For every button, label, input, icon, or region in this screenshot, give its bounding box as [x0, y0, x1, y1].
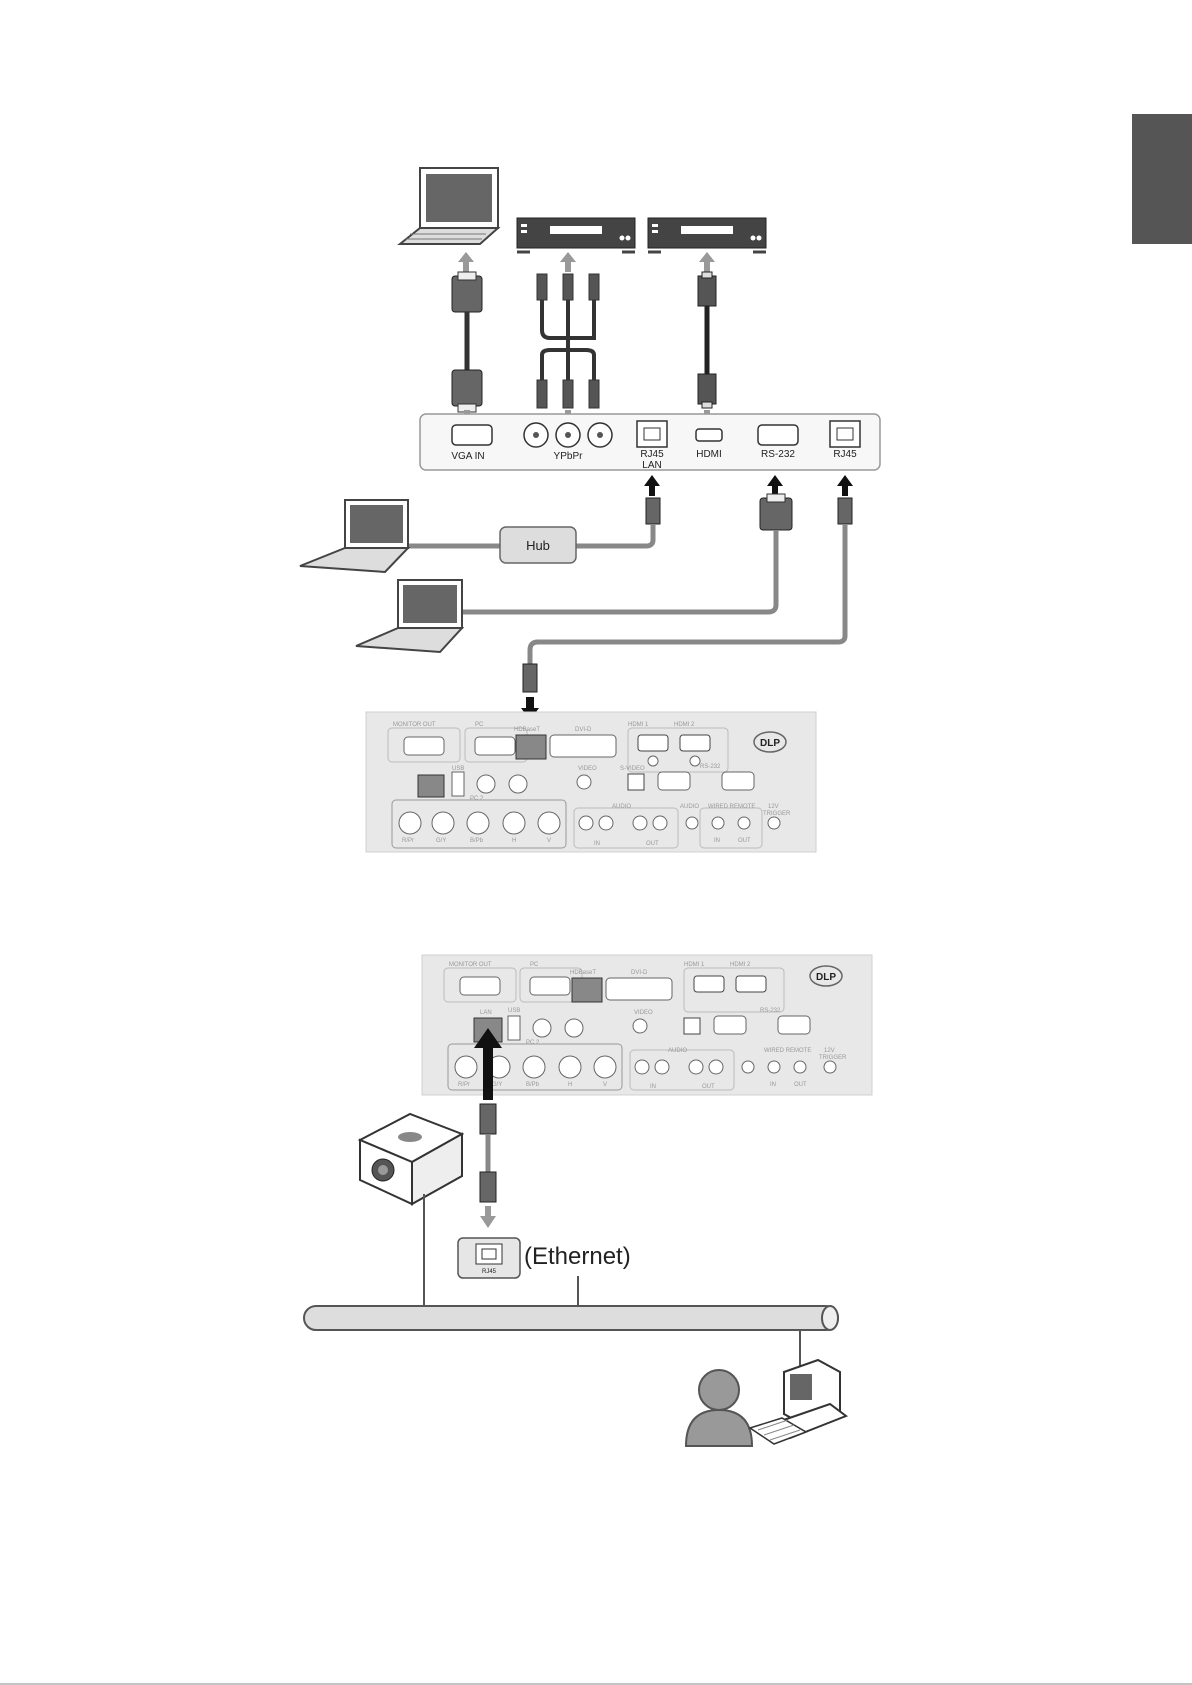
rs232-label: RS-232 — [760, 1008, 781, 1014]
hdmi-label: HDMI — [696, 449, 722, 460]
page-tab — [1132, 114, 1192, 244]
wired-remote-label: WIRED REMOTE — [708, 804, 755, 810]
hdmi-port — [695, 428, 723, 442]
pc2-label: PC 2 — [526, 1040, 540, 1046]
rpr-label: R/Pr — [402, 838, 414, 844]
network-backbone — [303, 1305, 839, 1331]
rj45-lan-label: RJ45 — [640, 449, 664, 460]
audio-out-label: OUT — [646, 841, 659, 847]
audio-in-label: IN — [594, 841, 600, 847]
up-arrow-icon — [474, 1028, 502, 1100]
hdbaset-label: HDBaseT — [570, 970, 596, 976]
wr-out-label: OUT — [794, 1082, 807, 1088]
audio-label: AUDIO — [668, 1048, 687, 1054]
rj45-port — [829, 420, 861, 448]
trigger-label: TRIGGER — [763, 811, 791, 817]
hub-box: Hub — [403, 526, 577, 564]
lan-cable — [575, 497, 661, 549]
hdmi1-label: HDMI 1 — [684, 962, 705, 968]
lan-sub-label: LAN — [642, 460, 661, 471]
usb-label: USB — [452, 766, 464, 772]
vga-in-port — [451, 424, 493, 446]
audio-in-label: IN — [650, 1084, 656, 1090]
media-player-icon — [516, 217, 636, 254]
wired-remote-label: WIRED REMOTE — [764, 1048, 811, 1054]
desktop-computer-icon — [748, 1358, 849, 1445]
projector-rear-panel: MONITOR OUT PC HDBaseT DVI-D HDMI 1 HDMI… — [365, 711, 817, 853]
pc-label: PC — [475, 722, 484, 728]
up-arrow-icon — [458, 252, 715, 272]
laptop-icon — [355, 579, 465, 654]
v-label: V — [603, 1082, 607, 1088]
laptop-icon — [397, 167, 501, 245]
video-label: VIDEO — [578, 766, 597, 772]
bpb-label: B/Pb — [526, 1082, 540, 1088]
v-label: V — [547, 838, 551, 844]
gy-label: G/Y — [492, 1082, 502, 1088]
hub-label: Hub — [526, 538, 550, 553]
wr-out-label: OUT — [738, 838, 751, 844]
monitor-out-label: MONITOR OUT — [393, 722, 436, 728]
projector-rear-panel-lan: MONITOR OUT PC HDBaseT DVI-D HDMI 1 HDMI… — [421, 954, 873, 1096]
video-label: VIDEO — [634, 1010, 653, 1016]
audio-out-label: OUT — [702, 1084, 715, 1090]
trigger-label: TRIGGER — [819, 1055, 847, 1061]
rpr-label: R/Pr — [458, 1082, 470, 1088]
hdmi2-label: HDMI 2 — [730, 962, 751, 968]
audio2-label: AUDIO — [680, 804, 699, 810]
vga-cable — [451, 271, 483, 413]
hdmi-cable — [697, 271, 717, 409]
bpb-label: B/Pb — [470, 838, 484, 844]
vga-in-label: VGA IN — [451, 451, 484, 462]
pc2-label: PC 2 — [470, 796, 484, 802]
component-cable — [536, 273, 600, 409]
up-arrow-icon — [644, 475, 853, 496]
lan-label: LAN — [480, 1010, 492, 1016]
ethernet-label: (Ethernet) — [524, 1243, 631, 1270]
h-label: H — [568, 1082, 572, 1088]
pc-label: PC — [530, 962, 539, 968]
ethernet-cable — [479, 1103, 497, 1228]
h-label: H — [512, 838, 516, 844]
hdbaset-receiver-panel: VGA IN YPbPr RJ45 LAN HDMI RS-232 RJ45 — [419, 413, 881, 471]
rj45-wall-port: RJ45 — [457, 1237, 521, 1279]
laptop-icon — [299, 499, 411, 574]
rj45-cable — [522, 497, 853, 693]
12v-label: 12V — [768, 804, 779, 810]
hdmi1-label: HDMI 1 — [628, 722, 649, 728]
ypbpr-label: YPbPr — [554, 451, 584, 462]
dvi-d-label: DVI-D — [575, 727, 592, 733]
audio-label: AUDIO — [612, 804, 631, 810]
user-icon — [684, 1369, 754, 1447]
monitor-out-label: MONITOR OUT — [449, 962, 492, 968]
s-video-label: S-VIDEO — [620, 766, 645, 772]
rj45-lan-port — [636, 420, 668, 448]
dvi-d-label: DVI-D — [631, 970, 648, 976]
rj45-label: RJ45 — [482, 1269, 497, 1275]
down-arrow-icon — [521, 697, 539, 720]
rs232-label: RS-232 — [761, 449, 795, 460]
dlp-logo: DLP — [760, 738, 780, 749]
rj45-label: RJ45 — [833, 449, 857, 460]
12v-label: 12V — [824, 1048, 835, 1054]
rs232-label: RS-232 — [700, 764, 721, 770]
projector-icon — [357, 1112, 465, 1206]
usb-label: USB — [508, 1008, 520, 1014]
blu-ray-player-icon — [647, 217, 767, 254]
hdmi2-label: HDMI 2 — [674, 722, 695, 728]
wr-in-label: IN — [714, 838, 720, 844]
rs232-port — [757, 424, 799, 446]
dlp-logo: DLP — [816, 972, 836, 983]
wr-in-label: IN — [770, 1082, 776, 1088]
gy-label: G/Y — [436, 838, 446, 844]
hdbaset-label: HDBaseT — [514, 727, 540, 733]
rs232-cable — [462, 493, 793, 615]
